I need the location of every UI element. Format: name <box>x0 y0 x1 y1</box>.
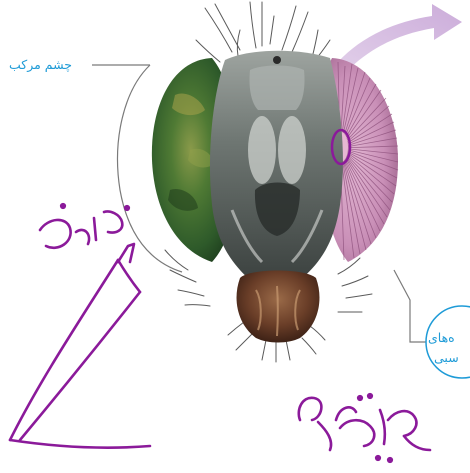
label-ommatidia-line2: سبی <box>434 350 459 365</box>
fly-face <box>210 51 343 280</box>
callout-arrow <box>338 4 462 72</box>
label-compound-eye: چشم مرکب <box>9 57 72 72</box>
fly-mouthparts <box>237 271 320 343</box>
label-ommatidia-line1: ه‌های <box>428 330 455 345</box>
